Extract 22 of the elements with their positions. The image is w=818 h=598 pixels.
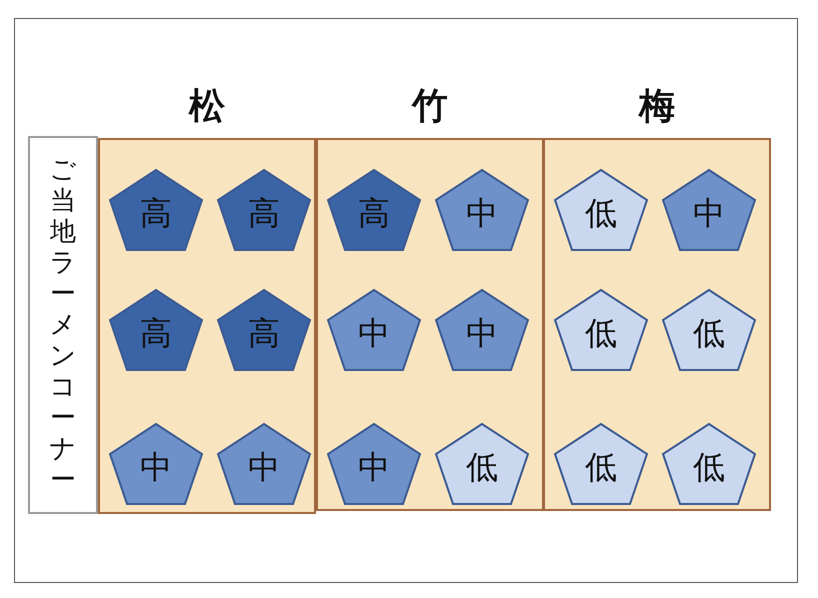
rating-pentagon: 低	[553, 168, 649, 252]
rating-pentagon: 高	[108, 168, 204, 252]
column-heading: 梅	[637, 85, 676, 129]
column-heading: 竹	[410, 85, 449, 129]
rating-pentagon: 中	[108, 422, 204, 506]
rating-pentagon: 高	[216, 288, 312, 372]
rating-pentagon: 中	[326, 288, 422, 372]
rating-pentagon: 高	[326, 168, 422, 252]
vertical-label-panel: ご当地ラーメンコーナー	[28, 136, 98, 514]
rating-pentagon: 中	[661, 168, 757, 252]
rating-pentagon: 中	[434, 288, 530, 372]
rating-pentagon: 低	[661, 422, 757, 506]
rating-pentagon: 高	[216, 168, 312, 252]
rating-pentagon: 低	[553, 288, 649, 372]
rating-pentagon: 低	[434, 422, 530, 506]
rating-pentagon: 高	[108, 288, 204, 372]
rating-pentagon: 中	[434, 168, 530, 252]
rating-pentagon: 中	[216, 422, 312, 506]
rating-pentagon: 低	[661, 288, 757, 372]
column-heading: 松	[187, 85, 226, 129]
rating-pentagon: 中	[326, 422, 422, 506]
rating-pentagon: 低	[553, 422, 649, 506]
